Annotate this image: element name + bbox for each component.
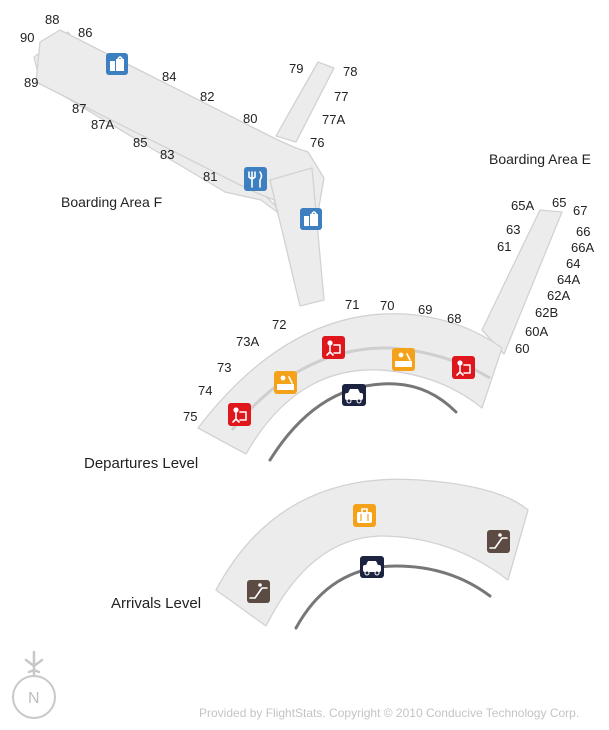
gate-label[interactable]: 87: [72, 101, 86, 116]
gate-label[interactable]: 82: [200, 89, 214, 104]
gate-label[interactable]: 90: [20, 30, 34, 45]
check-in-icon[interactable]: [392, 348, 415, 371]
gate-label[interactable]: 79: [289, 61, 303, 76]
gate-label[interactable]: 84: [162, 69, 176, 84]
gate-label[interactable]: 88: [45, 12, 59, 27]
escalator-icon[interactable]: [487, 530, 510, 553]
shopping-icon[interactable]: [106, 53, 128, 75]
ground-transport-icon[interactable]: [360, 556, 384, 578]
gate-label[interactable]: 66A: [571, 240, 594, 255]
gate-label[interactable]: 85: [133, 135, 147, 150]
gate-label[interactable]: 87A: [91, 117, 114, 132]
gate-label[interactable]: 67: [573, 203, 587, 218]
north-label: N: [28, 690, 40, 707]
gate-label[interactable]: 72: [272, 317, 286, 332]
gate-label[interactable]: 78: [343, 64, 357, 79]
gate-label[interactable]: 75: [183, 409, 197, 424]
departures-ring: [197, 313, 503, 455]
gate-label[interactable]: 65A: [511, 198, 534, 213]
gate-label[interactable]: 68: [447, 311, 461, 326]
gate-label[interactable]: 74: [198, 383, 212, 398]
departures-level-label: Departures Level: [84, 455, 198, 472]
gate-label[interactable]: 89: [24, 75, 38, 90]
escalator-icon[interactable]: [247, 580, 270, 603]
gate-label[interactable]: 76: [310, 135, 324, 150]
departures-roadway: [268, 382, 458, 462]
boarding-area-e-label: Boarding Area E: [489, 151, 591, 167]
restaurant-icon[interactable]: [244, 167, 267, 191]
gate-label[interactable]: 70: [380, 298, 394, 313]
f-north-branch: [275, 61, 335, 143]
check-in-icon[interactable]: [274, 371, 297, 394]
gate-label[interactable]: 81: [203, 169, 217, 184]
security-icon[interactable]: [228, 403, 251, 426]
f-stem: [269, 167, 325, 307]
arrivals-level-label: Arrivals Level: [111, 595, 201, 612]
gate-label[interactable]: 64: [566, 256, 580, 271]
gate-label[interactable]: 60A: [525, 324, 548, 339]
e-arm: [481, 209, 563, 355]
security-icon[interactable]: [322, 336, 345, 359]
gate-label[interactable]: 65: [552, 195, 566, 210]
arrivals-concourse: [215, 478, 529, 627]
gate-label[interactable]: 63: [506, 222, 520, 237]
arrivals-roadway: [294, 564, 492, 630]
gate-label[interactable]: 83: [160, 147, 174, 162]
gate-label[interactable]: 64A: [557, 272, 580, 287]
gate-label[interactable]: 77A: [322, 112, 345, 127]
boarding-area-e-concourse: [481, 209, 563, 355]
arrivals-ring: [215, 478, 529, 627]
gate-label[interactable]: 69: [418, 302, 432, 317]
gate-label[interactable]: 77: [334, 89, 348, 104]
gate-label[interactable]: 62B: [535, 305, 558, 320]
gate-label[interactable]: 60: [515, 341, 529, 356]
gate-label[interactable]: 66: [576, 224, 590, 239]
gate-label[interactable]: 62A: [547, 288, 570, 303]
ground-transport-icon[interactable]: [342, 384, 366, 406]
gate-label[interactable]: 73: [217, 360, 231, 375]
gate-label[interactable]: 73A: [236, 334, 259, 349]
security-icon[interactable]: [452, 356, 475, 379]
shopping-icon[interactable]: [300, 208, 322, 230]
copyright-credit: Provided by FlightStats. Copyright © 201…: [199, 706, 579, 720]
gate-label[interactable]: 71: [345, 297, 359, 312]
boarding-area-f-label: Boarding Area F: [61, 194, 162, 210]
gate-label[interactable]: 80: [243, 111, 257, 126]
compass-icon: N: [12, 650, 56, 719]
gate-label[interactable]: 61: [497, 239, 511, 254]
gate-label[interactable]: 86: [78, 25, 92, 40]
boarding-area-f-concourse: [33, 29, 335, 307]
gate-labels: 88 90 86 89 84 82 87 87A 85 83 81 80 79 …: [20, 12, 594, 424]
baggage-claim-icon[interactable]: [353, 504, 376, 527]
